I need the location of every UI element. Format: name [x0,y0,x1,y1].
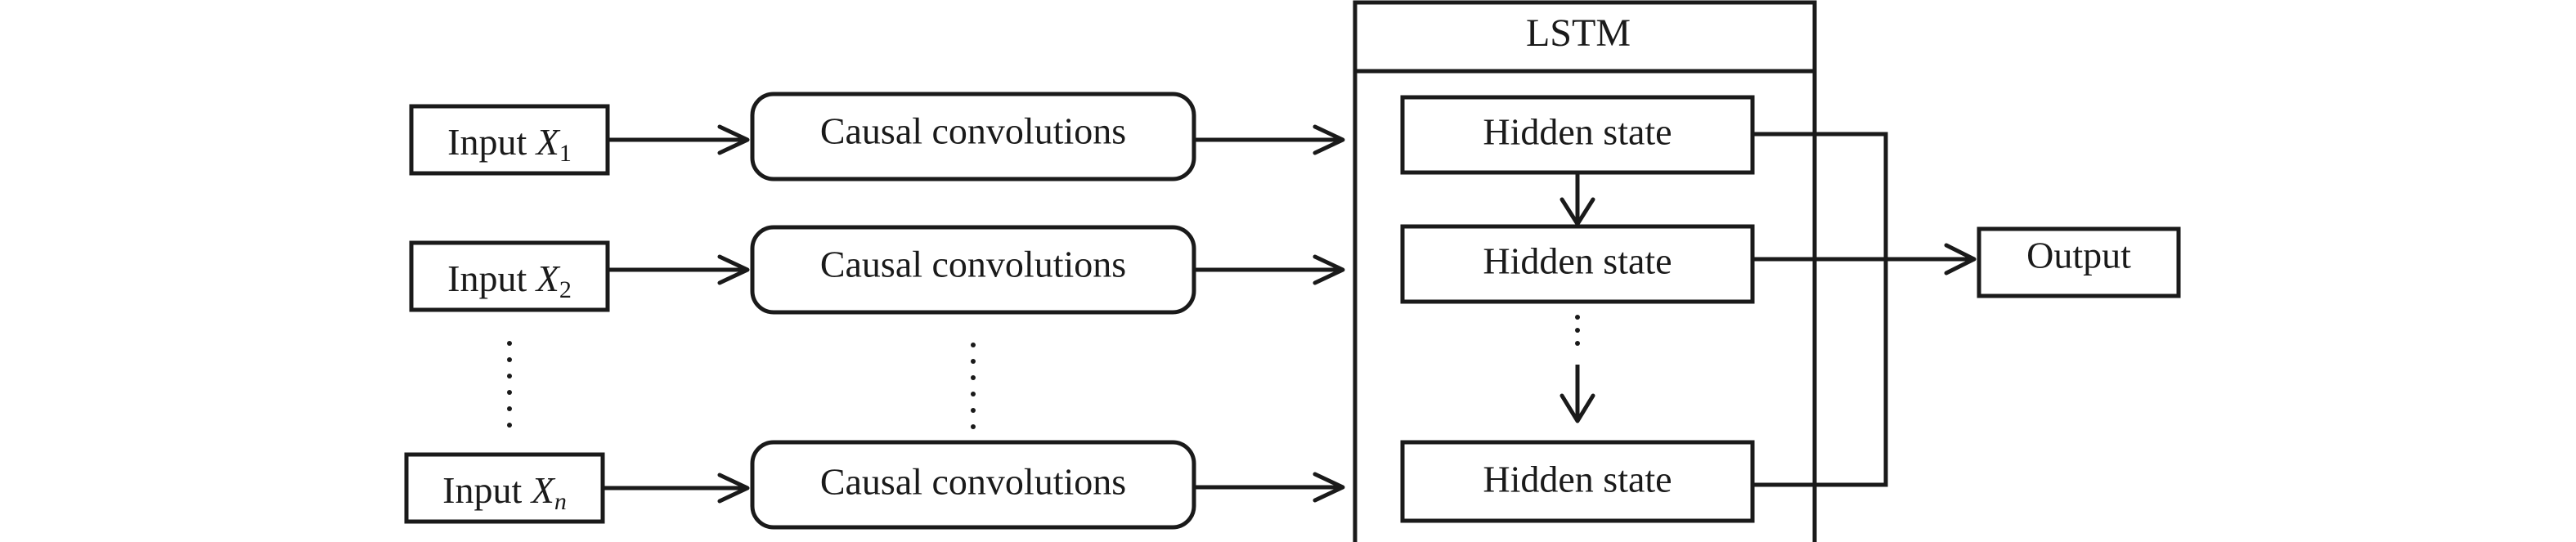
input-subscript: n [554,488,567,515]
svg-text:Input X2: Input X2 [447,258,572,303]
conv-label: Causal convolutions [820,244,1126,285]
input-label: Input [442,469,532,511]
input-label: Input [447,258,536,299]
arrow-to-hidden-n [1560,365,1595,423]
arrow-hidden-1-to-2 [1560,172,1595,226]
hidden-state-1: Hidden state [1400,95,1755,175]
input-box-2: Input X2 [409,240,610,312]
hidden-state-label: Hidden state [1483,111,1672,153]
hidden-state-n: Hidden state [1400,440,1755,523]
svg-text:Input Xn: Input Xn [442,469,567,515]
conv-label: Causal convolutions [820,461,1126,503]
arrow-conv-to-lstm-n [1194,472,1345,503]
svg-text:Input X1: Input X1 [447,121,572,167]
arrow-input-to-conv-n [603,473,750,504]
conv-box-1: Causal convolutions [750,92,1196,181]
conv-box-n: Causal convolutions [750,440,1196,530]
input-variable: X [535,258,561,299]
output-connector [1752,132,1977,487]
input-variable: X [535,121,561,163]
hidden-state-2: Hidden state [1400,224,1755,304]
conv-label: Causal convolutions [820,110,1126,152]
arrow-input-to-conv-1 [608,124,750,155]
arrow-input-to-conv-2 [608,254,750,285]
input-variable: X [530,469,556,511]
hidden-state-label: Hidden state [1483,240,1672,282]
output-label: Output [2026,235,2131,276]
input-subscript: 2 [559,276,572,303]
lstm-title: LSTM [1526,11,1631,55]
input-label: Input [447,121,536,163]
input-box-n: Input Xn [404,452,605,524]
input-ellipsis [507,341,512,428]
input-box-1: Input X1 [409,104,610,176]
arrow-conv-to-lstm-1 [1194,124,1345,155]
conv-box-2: Causal convolutions [750,225,1196,315]
input-subscript: 1 [559,140,572,167]
hidden-state-ellipsis [1575,315,1580,346]
arrow-conv-to-lstm-2 [1194,254,1345,285]
hidden-state-label: Hidden state [1483,459,1672,500]
conv-ellipsis [971,343,976,429]
output-box: Output [1977,226,2181,298]
